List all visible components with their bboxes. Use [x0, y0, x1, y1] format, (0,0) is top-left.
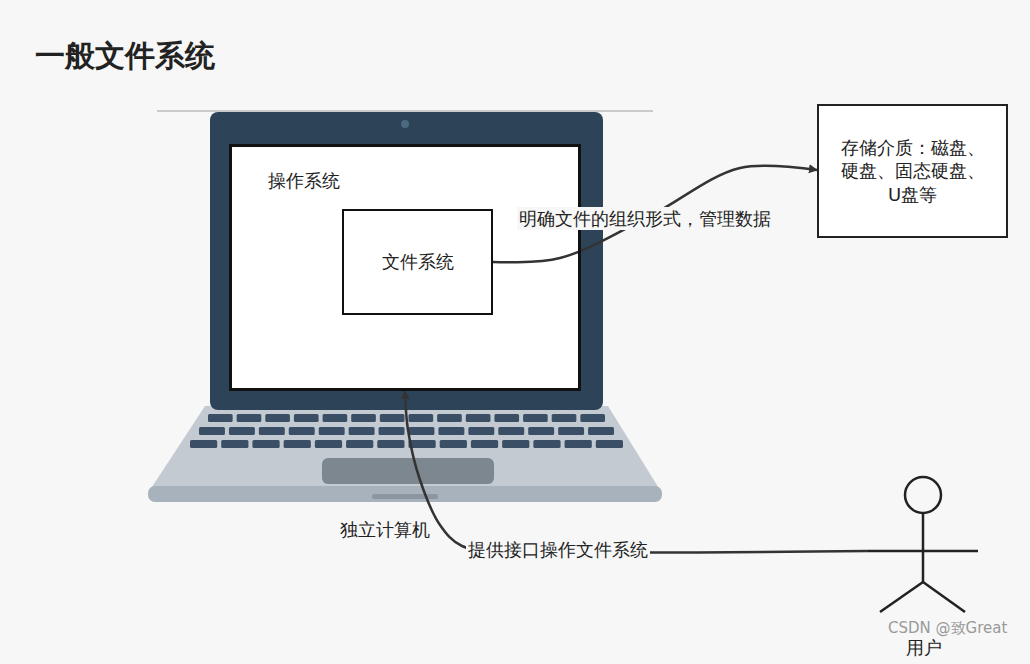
key	[252, 440, 279, 448]
node-text: 用户	[868, 636, 980, 659]
edge-label: 提供接口操作文件系统	[466, 538, 650, 561]
key	[190, 440, 217, 448]
key	[379, 427, 405, 435]
keyboard-base	[150, 406, 660, 490]
key	[466, 414, 491, 422]
key	[468, 427, 494, 435]
key	[437, 414, 462, 422]
connector-arrow	[493, 166, 817, 263]
key	[208, 414, 233, 422]
key	[259, 427, 285, 435]
camera	[401, 120, 409, 128]
figure-stroke	[880, 582, 923, 612]
key	[502, 440, 529, 448]
key	[289, 427, 315, 435]
key	[523, 414, 548, 422]
key	[552, 414, 577, 422]
key	[596, 440, 623, 448]
base-notch	[372, 494, 438, 499]
connector-arrow	[405, 391, 868, 552]
key	[565, 440, 592, 448]
node-text: 操作系统	[268, 169, 340, 192]
key	[351, 414, 376, 422]
key	[380, 414, 405, 422]
key	[580, 414, 605, 422]
trackpad	[322, 458, 494, 484]
key	[558, 427, 584, 435]
key	[440, 440, 467, 448]
key	[409, 427, 435, 435]
key	[346, 440, 373, 448]
figure-stroke	[868, 550, 978, 553]
fs-box: 文件系统	[342, 209, 493, 315]
node-text: 存储介质：磁盘、硬盘、固态硬盘、U盘等	[837, 136, 989, 206]
key	[409, 440, 436, 448]
base-edge	[148, 486, 662, 502]
watermark: CSDN @致Great	[886, 619, 1009, 639]
os-box: 操作系统文件系统	[229, 144, 581, 391]
key	[349, 427, 375, 435]
key	[315, 440, 342, 448]
storage-box: 存储介质：磁盘、硬盘、固态硬盘、U盘等	[817, 104, 1008, 238]
computer-label: 独立计算机	[338, 518, 432, 541]
figure-stroke	[923, 582, 965, 612]
key	[294, 414, 319, 422]
screen	[229, 144, 581, 391]
key	[284, 440, 311, 448]
key	[265, 414, 290, 422]
key	[323, 414, 348, 422]
top-rule	[157, 110, 653, 112]
key	[377, 440, 404, 448]
key	[229, 427, 255, 435]
node-text: 文件系统	[382, 250, 454, 273]
key	[588, 427, 614, 435]
key	[528, 427, 554, 435]
key	[494, 414, 519, 422]
figure-stroke	[922, 513, 925, 582]
key	[498, 427, 524, 435]
key	[409, 414, 434, 422]
key	[438, 427, 464, 435]
edge-label: 明确文件的组织形式，管理数据	[517, 207, 773, 230]
title: 一般文件系统	[35, 36, 215, 77]
key	[471, 440, 498, 448]
key	[221, 440, 248, 448]
key	[319, 427, 345, 435]
figure-stroke	[905, 477, 941, 513]
key	[237, 414, 262, 422]
key	[199, 427, 225, 435]
key	[533, 440, 560, 448]
